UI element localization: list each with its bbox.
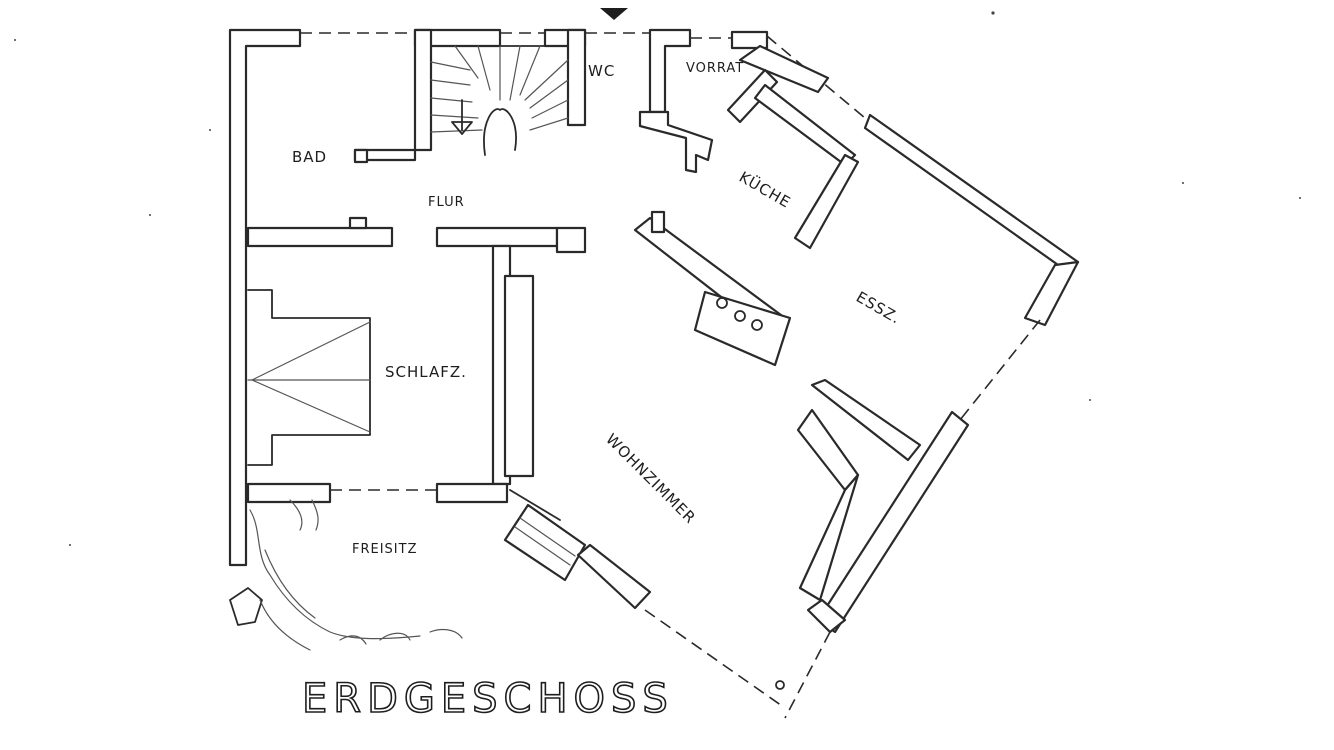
garden-sketch	[229, 499, 463, 651]
room-label-wohnzimmer: WOHNZIMMER	[602, 430, 699, 527]
room-label-freisitz: FREISITZ	[352, 542, 418, 557]
room-label-flur: FLUR	[428, 195, 465, 210]
room-label-bad: BAD	[292, 148, 327, 166]
entrance-marker-icon	[600, 8, 628, 20]
plan-title: ERDGESCHOSS	[302, 676, 674, 722]
marker-dot	[775, 680, 785, 690]
bed	[247, 289, 371, 466]
room-label-vorrat: VORRAT	[686, 61, 744, 76]
room-label-essz: ESSZ.	[853, 288, 904, 328]
staircase	[430, 45, 569, 156]
outer-walls	[228, 28, 1080, 719]
room-label-wc: WC	[588, 62, 615, 80]
inner-walls	[246, 83, 922, 610]
room-label-schlafz: SCHLAFZ.	[385, 363, 467, 381]
scan-specks	[14, 11, 1301, 546]
room-label-kueche: KÜCHE	[736, 167, 795, 212]
